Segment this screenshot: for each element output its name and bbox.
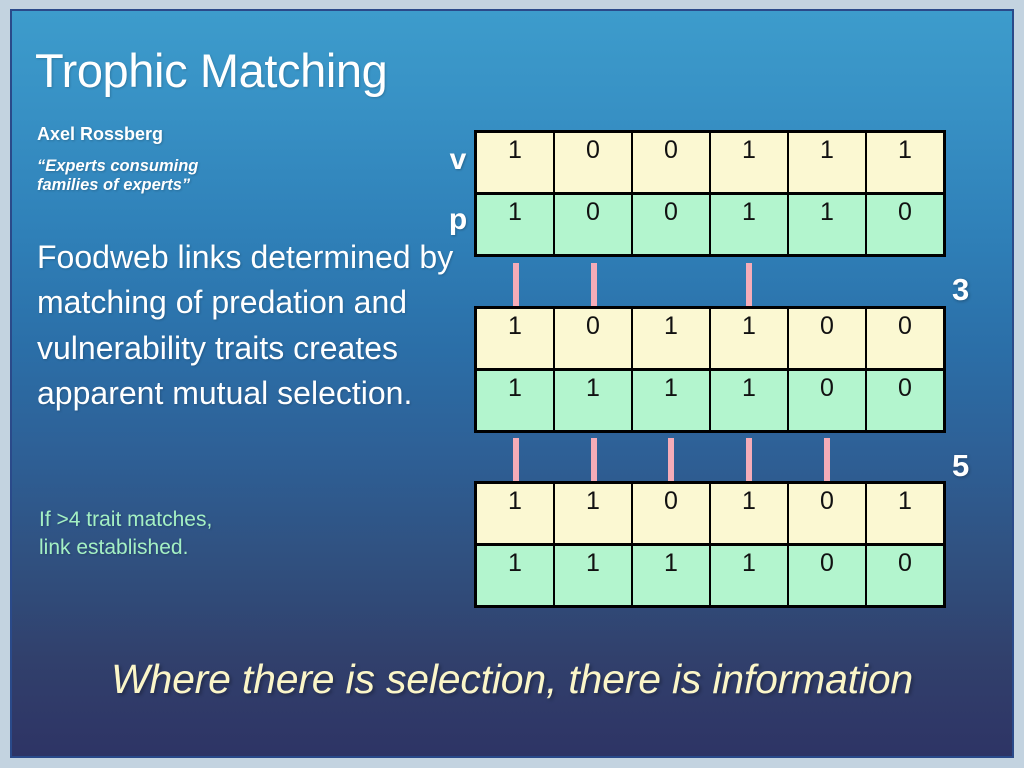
quote-line-2: families of experts”	[37, 176, 191, 195]
body-paragraph: Foodweb links determined by matching of …	[37, 239, 454, 412]
matrix-cell: 0	[553, 133, 631, 192]
author-name: Axel Rossberg	[37, 124, 164, 144]
matrix-cell: 1	[477, 371, 553, 430]
matrix-cell: 1	[709, 195, 787, 254]
rule-note: If >4 trait matches, link established.	[39, 506, 212, 562]
matrix-cell: 0	[865, 371, 943, 430]
trait-match-connector	[746, 438, 752, 481]
matrix-cell: 1	[709, 133, 787, 192]
matrix-cell: 0	[787, 309, 865, 368]
matrix-cell: 1	[787, 195, 865, 254]
matrix-cell: 1	[631, 309, 709, 368]
rule-line-2: link established.	[39, 535, 189, 559]
slide-canvas: Trophic Matching Axel Rossberg “Experts …	[10, 9, 1014, 758]
matrix-cell: 1	[787, 133, 865, 192]
subtitle-quote: “Experts consuming families of experts”	[37, 157, 198, 196]
trait-match-connector	[513, 438, 519, 481]
matrix-cell: 0	[553, 195, 631, 254]
trait-match-connector	[746, 263, 752, 306]
trait-match-connector	[591, 263, 597, 306]
matrix-cell: 1	[477, 484, 553, 543]
matrix-cell: 0	[631, 484, 709, 543]
rule-line-1: If >4 trait matches,	[39, 508, 213, 531]
matrix-cell: 1	[865, 133, 943, 192]
trait-match-connector	[591, 438, 597, 481]
banner-text: Where there is selection, there is infor…	[110, 656, 914, 702]
quote-line-1: “Experts consuming	[37, 157, 199, 175]
row-label-vulnerability: v	[449, 143, 467, 176]
matrix-cell: 1	[709, 371, 787, 430]
matrix-cell: 1	[865, 484, 943, 543]
matrix-cell: 1	[631, 371, 709, 430]
match-count-1: 3	[952, 272, 970, 307]
matrix-cell: 0	[865, 546, 943, 605]
matrix-cell: 0	[631, 195, 709, 254]
matrix-cell: 0	[865, 195, 943, 254]
matrix-cell: 0	[631, 133, 709, 192]
trait-match-connector	[513, 263, 519, 306]
trait-match-connector	[668, 438, 674, 481]
matrix-cell: 1	[709, 309, 787, 368]
matrix-cell: 1	[709, 546, 787, 605]
matrix-cell: 1	[553, 371, 631, 430]
matrix-cell: 1	[477, 546, 553, 605]
matrix-cell: 1	[477, 309, 553, 368]
matrix-cell: 0	[553, 309, 631, 368]
matrix-cell: 0	[865, 309, 943, 368]
page-title: Trophic Matching	[35, 44, 388, 97]
matrix-cell: 0	[787, 484, 865, 543]
match-count-2: 5	[952, 448, 970, 483]
matrix-cell: 0	[787, 546, 865, 605]
trait-match-connector	[824, 438, 830, 481]
matrix-cell: 1	[477, 195, 553, 254]
matrix-cell: 0	[787, 371, 865, 430]
matrix-cell: 1	[631, 546, 709, 605]
matrix-cell: 1	[553, 484, 631, 543]
matrix-cell: 1	[553, 546, 631, 605]
matrix-cell: 1	[477, 133, 553, 192]
row-label-predation: p	[448, 203, 468, 236]
matrix-cell: 1	[709, 484, 787, 543]
